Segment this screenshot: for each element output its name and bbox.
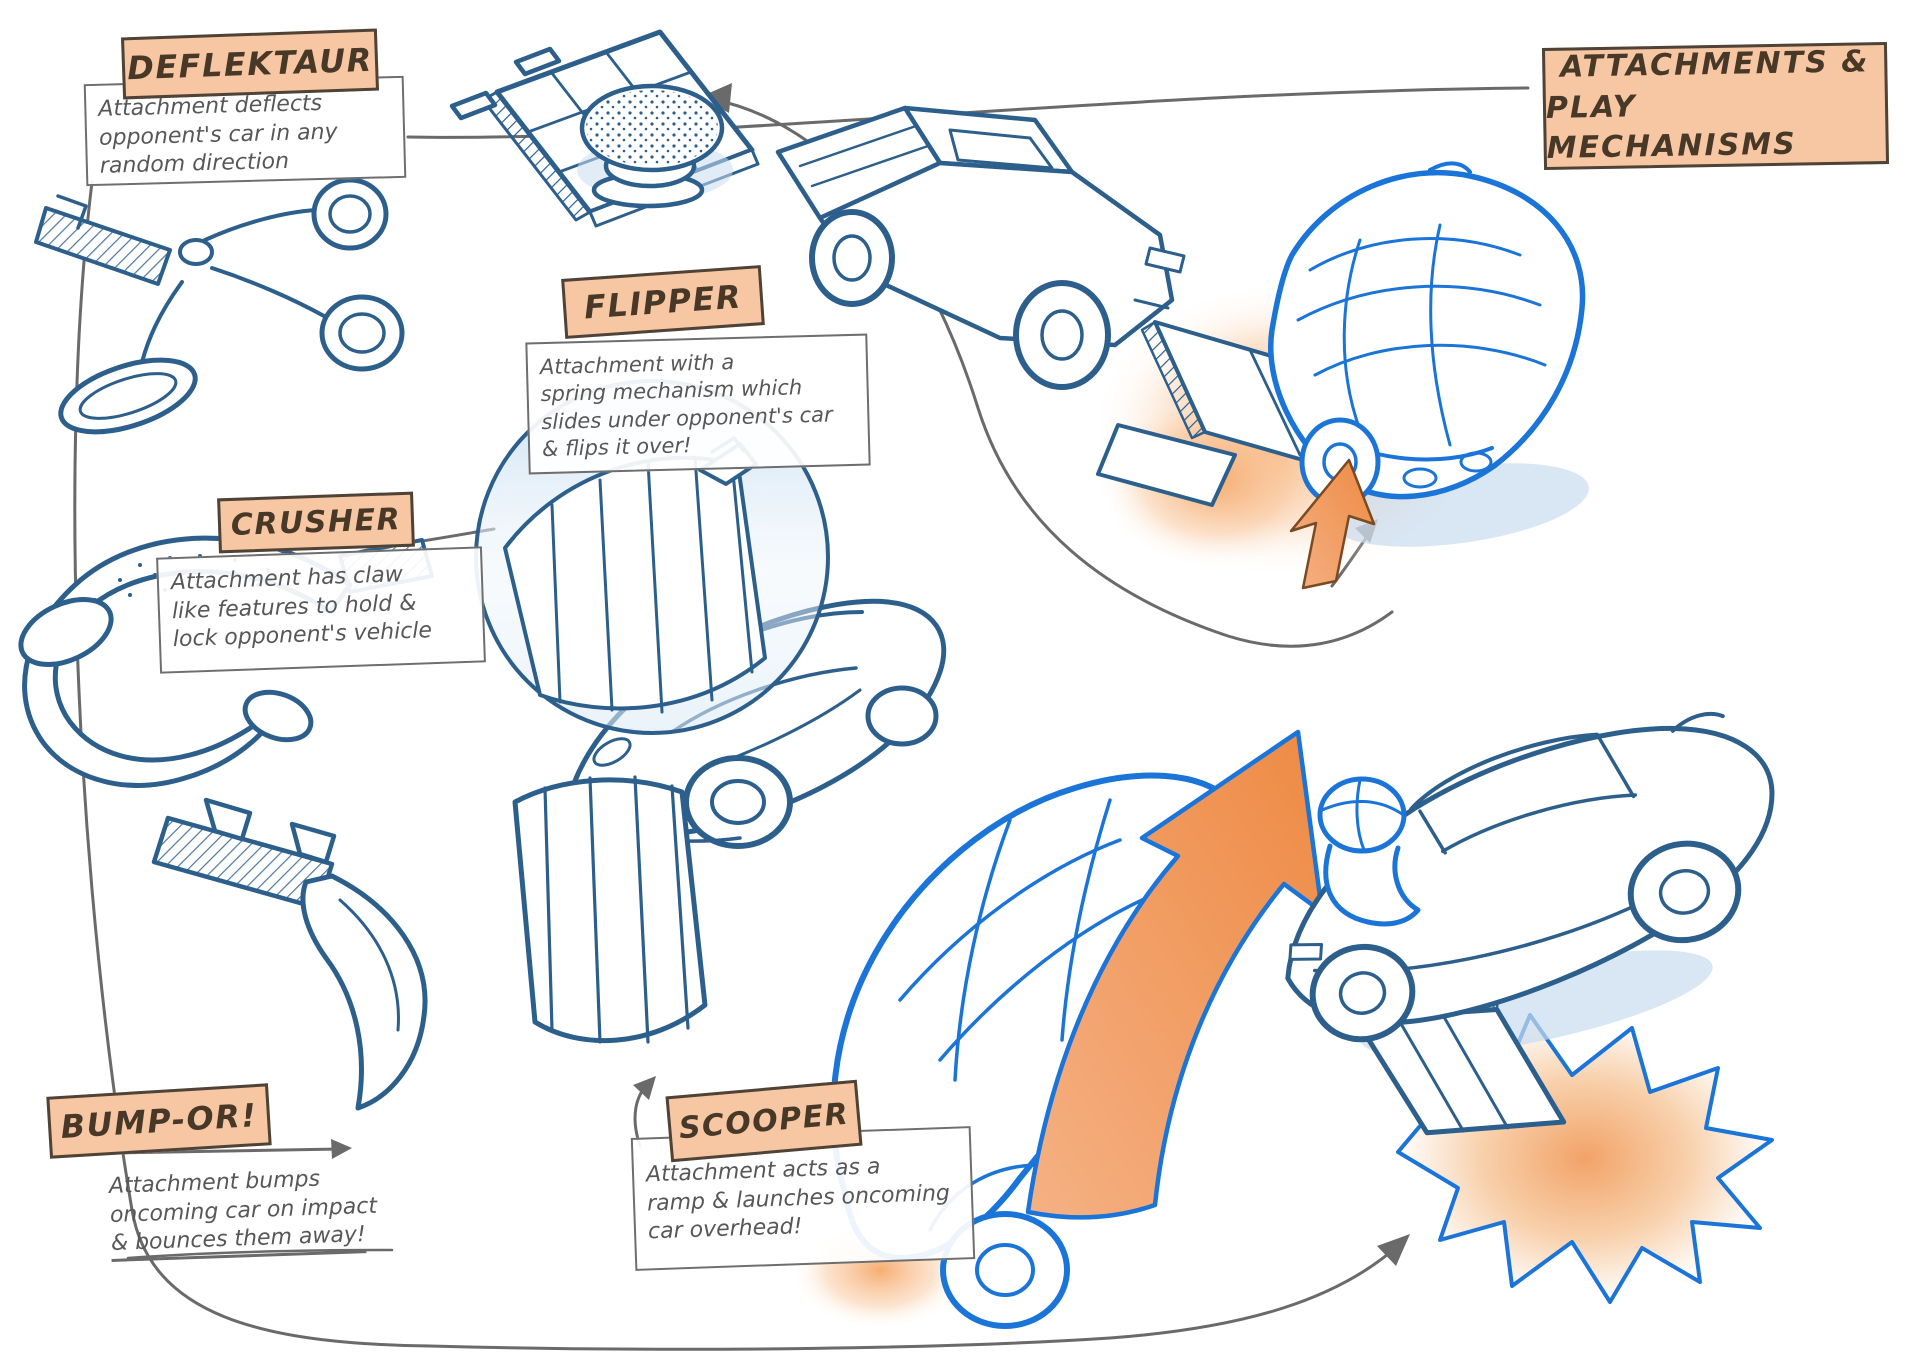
tag-deflektaur: DEFLEKTAUR (120, 28, 380, 100)
note-bump-or: Attachment bumps oncoming car on impact … (96, 1153, 410, 1274)
scoop-tube-sketch (1317, 776, 1421, 927)
arrowhead-flipper (700, 83, 732, 113)
scooper-car-sketch (512, 598, 947, 1044)
arrowhead-bumpor (331, 1139, 352, 1159)
connector-left-bottom-bracket (73, 180, 1402, 1351)
note-flipper: Attachment with a spring mechanism which… (525, 333, 871, 475)
page-title-line1: ATTACHMENTS & (1559, 44, 1870, 85)
page-title-line2: PLAY MECHANISMS (1545, 89, 1798, 167)
arrowhead-scooper (633, 1076, 656, 1100)
bumpor-attachment-sketch (151, 797, 428, 1111)
launch-arrow (1025, 729, 1325, 1220)
pickup-truck-sketch (775, 105, 1186, 390)
launched-car-sketch (1285, 711, 1775, 1136)
connector-bumpor-underline (126, 1248, 394, 1260)
flipper-attachment-sketch (449, 29, 760, 228)
flipper-demo-scene (775, 105, 1589, 590)
arrowhead-bottom (1377, 1234, 1410, 1266)
page-title: ATTACHMENTS & PLAY MECHANISMS (1541, 41, 1890, 171)
note-crusher: Attachment has claw like features to hol… (156, 546, 486, 674)
tag-crusher: CRUSHER (217, 491, 415, 554)
bellows-attachment-sketch (512, 775, 708, 1044)
flip-arrow (1289, 458, 1376, 590)
deflektaur-attachment-sketch (34, 177, 405, 435)
flipped-car-sketch (1268, 161, 1586, 507)
